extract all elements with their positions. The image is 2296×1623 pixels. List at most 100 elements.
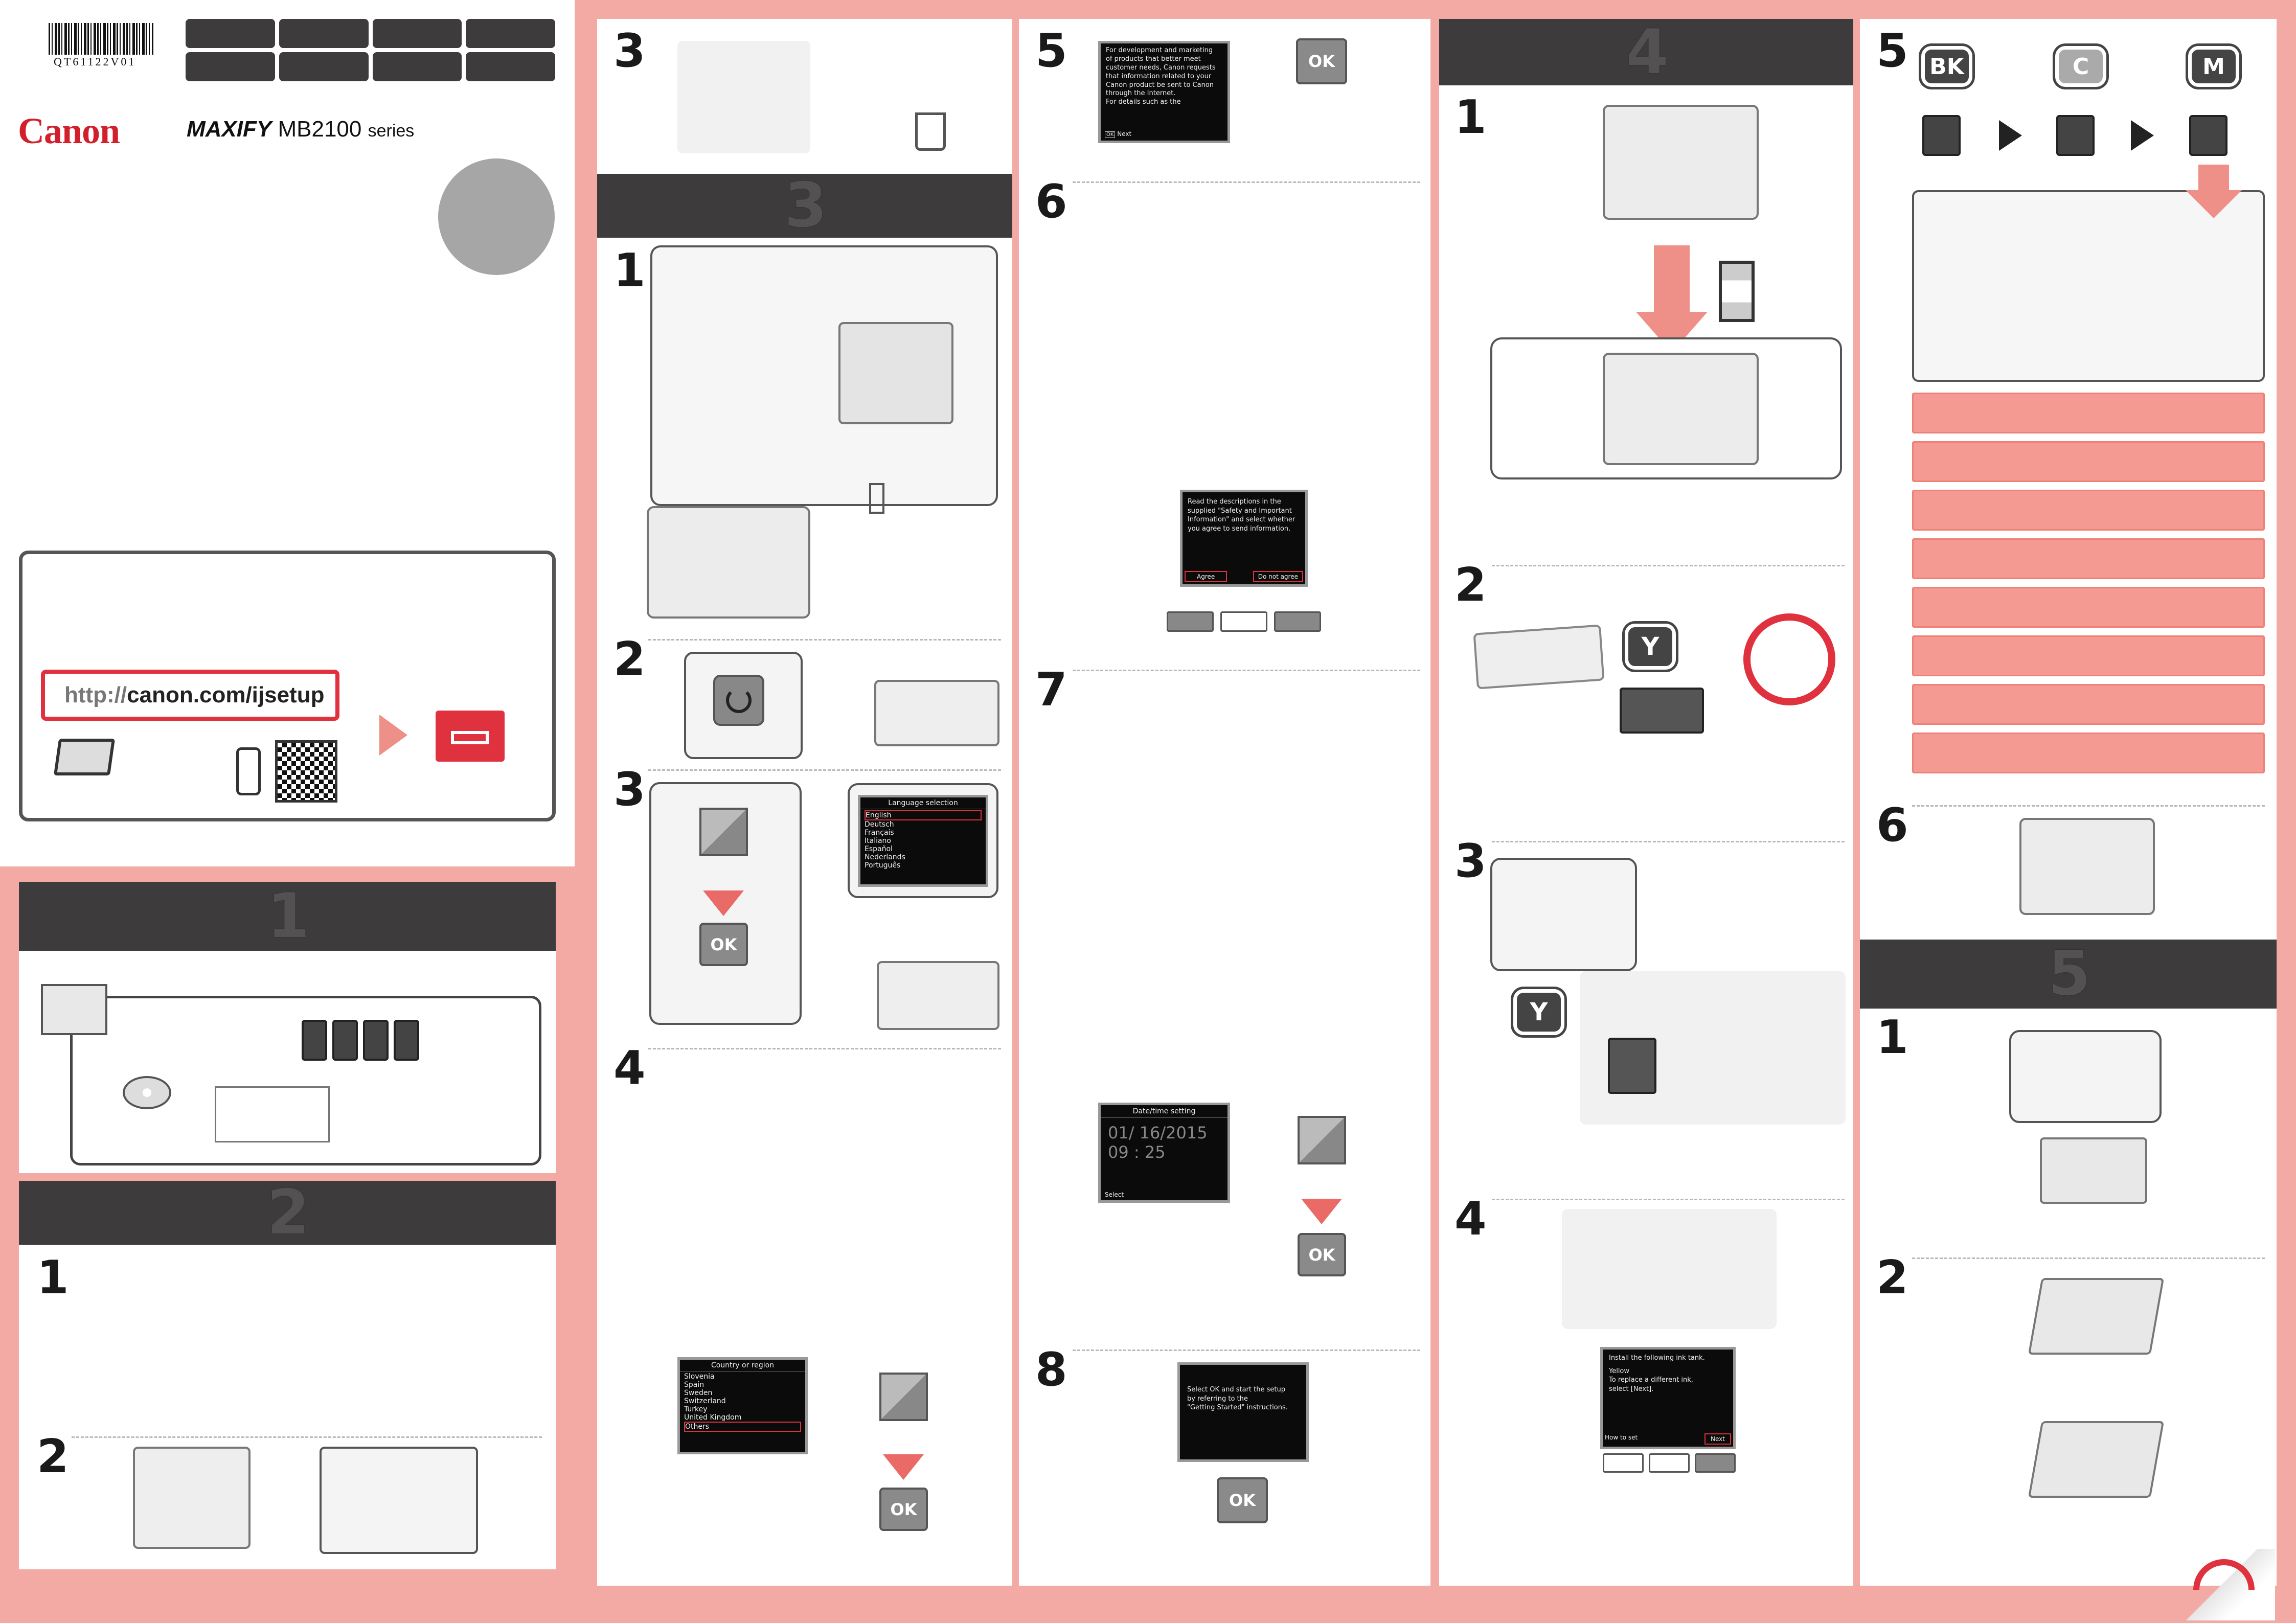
screen-title: Country or region xyxy=(680,1360,805,1371)
screen-line: customer needs, Canon requests xyxy=(1106,63,1216,72)
insert-tank-detail xyxy=(1490,858,1637,971)
ink-tank-icon xyxy=(1922,115,1961,156)
country-list: Slovenia Spain Sweden Switzerland Turkey… xyxy=(680,1371,805,1433)
step-number: 4 xyxy=(613,1041,646,1095)
ink-tank-icon xyxy=(2189,115,2227,156)
softkey-button[interactable] xyxy=(1167,611,1214,632)
model-name: MAXIFY MB2100 series xyxy=(187,117,414,142)
arrow-pad-icon[interactable] xyxy=(699,808,748,856)
printer-illustration xyxy=(838,322,953,424)
agree-option[interactable]: Agree xyxy=(1185,570,1227,582)
divider xyxy=(648,1048,1001,1049)
screen-line: For details such as the xyxy=(1106,98,1181,106)
step-number: 6 xyxy=(1876,798,1908,852)
screen-line: Select OK and start the setup xyxy=(1187,1386,1285,1393)
language-list: English Deutsch Français Italiano Españo… xyxy=(860,809,986,871)
date-value[interactable]: 01/ 16/2015 xyxy=(1108,1123,1208,1142)
language-item[interactable]: English xyxy=(865,810,982,820)
step-number: 2 xyxy=(1876,1251,1908,1305)
note-bar xyxy=(1912,635,2265,676)
url-prefix: http:// xyxy=(64,682,127,707)
ink-label-y: Y xyxy=(1625,624,1676,670)
safety-info-screen: Read the descriptions in the supplied "S… xyxy=(1180,490,1308,587)
divider xyxy=(648,639,1001,641)
url-domain: canon.com/ijsetup xyxy=(127,682,325,707)
ok-button[interactable]: OK xyxy=(1217,1477,1268,1523)
screen-line: To replace a different ink, xyxy=(1609,1376,1693,1384)
step-number: 8 xyxy=(1035,1343,1067,1397)
ok-button[interactable]: OK xyxy=(879,1488,928,1531)
no-touch-icon xyxy=(1743,613,1835,705)
screen-line: Install the following ink tank. xyxy=(1609,1354,1705,1362)
cassette-illustration xyxy=(2028,1278,2165,1355)
language-item[interactable]: Deutsch xyxy=(865,820,894,829)
divider xyxy=(1073,670,1420,671)
step-number: 1 xyxy=(1876,1011,1908,1064)
softkey-button[interactable] xyxy=(1220,611,1267,632)
cassette-illustration xyxy=(2040,1137,2147,1204)
data-consent-screen: For development and marketing of product… xyxy=(1098,41,1230,143)
language-item[interactable]: Português xyxy=(865,861,901,870)
ok-button[interactable]: OK xyxy=(1296,38,1347,84)
screen-line: "Getting Started" instructions. xyxy=(1187,1404,1288,1412)
country-item[interactable]: Switzerland xyxy=(684,1397,726,1405)
model-prefix: MAXIFY xyxy=(187,117,272,142)
next-option[interactable]: Next xyxy=(1704,1433,1731,1445)
disagree-option[interactable]: Do not agree xyxy=(1253,570,1303,582)
printer-illustration xyxy=(647,506,810,619)
power-icon[interactable] xyxy=(713,675,764,726)
screen-title: Language selection xyxy=(860,797,986,809)
language-item[interactable]: Nederlands xyxy=(865,853,905,861)
country-item[interactable]: Turkey xyxy=(684,1405,708,1413)
note-bar xyxy=(1912,393,2265,433)
screen-line: through the Internet. xyxy=(1106,89,1176,98)
wall-outlet-icon xyxy=(869,483,884,514)
setup-url-box[interactable]: http://canon.com/ijsetup xyxy=(41,670,339,721)
ink-label-c: C xyxy=(2055,46,2106,87)
language-item[interactable]: Français xyxy=(865,829,894,837)
country-item[interactable]: Sweden xyxy=(684,1389,713,1397)
screen-line: of products that better meet xyxy=(1106,55,1201,63)
screen-softkeys: How to set Next xyxy=(1605,1433,1731,1445)
select-label: Select xyxy=(1105,1191,1124,1198)
country-item[interactable]: Slovenia xyxy=(684,1373,715,1381)
language-grid xyxy=(186,19,555,81)
language-item[interactable]: Español xyxy=(865,845,893,853)
country-item[interactable]: United Kingdom xyxy=(684,1413,742,1422)
country-item[interactable]: Spain xyxy=(684,1381,704,1389)
step-number: 1 xyxy=(613,244,646,298)
country-item[interactable]: Others xyxy=(684,1422,801,1432)
model-number: MB2100 xyxy=(278,117,362,142)
cd-icon xyxy=(123,1076,171,1109)
divider xyxy=(1073,1350,1420,1351)
softkey-button[interactable] xyxy=(1603,1453,1644,1473)
getting-started-screen: Select OK and start the setup by referri… xyxy=(1177,1362,1309,1462)
divider xyxy=(1912,805,2265,807)
box-contents-illustration xyxy=(70,996,541,1165)
language-selection-screen: Language selection English Deutsch Franç… xyxy=(858,795,988,887)
step-number: 4 xyxy=(1454,1192,1487,1246)
softkey-button[interactable] xyxy=(1649,1453,1690,1473)
date-time-screen: Date/time setting 01/ 16/2015 09 : 25 Se… xyxy=(1098,1103,1230,1203)
ink-tank-icon xyxy=(2056,115,2095,156)
printer-illustration xyxy=(1603,353,1759,465)
screen-footer: OK Next xyxy=(1105,130,1131,139)
divider xyxy=(1492,565,1845,566)
remove-tape-illustration xyxy=(677,41,810,153)
ok-button[interactable]: OK xyxy=(1298,1233,1346,1276)
softkey-button[interactable] xyxy=(1695,1453,1736,1473)
how-to-set-option[interactable]: How to set xyxy=(1605,1433,1638,1441)
time-value[interactable]: 09 : 25 xyxy=(1108,1142,1166,1162)
softkey-button[interactable] xyxy=(1274,611,1321,632)
arrow-pad-icon[interactable] xyxy=(1298,1116,1346,1164)
arrow-pad-icon[interactable] xyxy=(879,1373,928,1421)
section-1-header: 1 xyxy=(19,881,556,952)
language-item[interactable]: Italiano xyxy=(865,837,891,845)
step-number: 2 xyxy=(613,632,646,686)
arrow-right-icon xyxy=(2131,120,2154,151)
step-number: 3 xyxy=(613,24,646,78)
arrow-down-large-icon xyxy=(1654,245,1690,317)
ink-label-bk: BK xyxy=(1921,46,1972,87)
divider xyxy=(1912,1258,2265,1259)
ok-button[interactable]: OK xyxy=(699,923,748,966)
